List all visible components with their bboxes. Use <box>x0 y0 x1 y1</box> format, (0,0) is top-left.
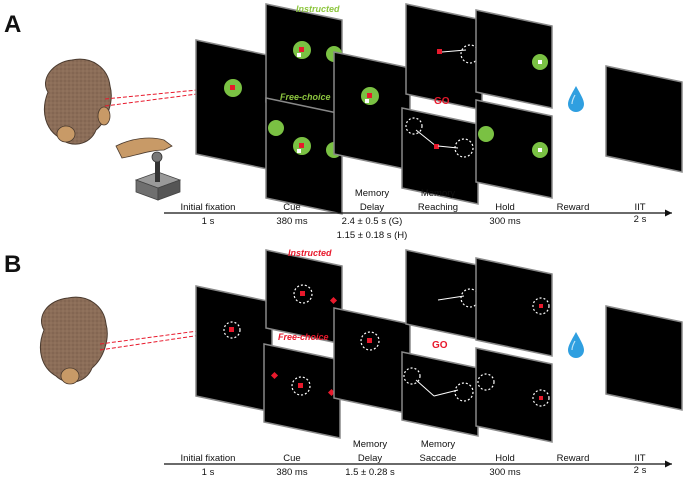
phase-name: Cue <box>283 453 300 464</box>
phase-duration: 2 s <box>634 465 647 476</box>
screen-cue-instructed <box>265 249 343 345</box>
go-label: GO <box>432 340 448 351</box>
phase-duration: 2 s <box>634 214 647 225</box>
phase-name: Memory <box>353 439 388 450</box>
phase-name-line2: Saccade <box>420 453 457 464</box>
phase-name-line2: Delay <box>358 453 383 464</box>
phase-duration: 380 ms <box>276 216 307 227</box>
free-choice-label: Free-choice <box>278 332 329 342</box>
phase-name: Initial fixation <box>181 202 236 213</box>
joystick-icon <box>134 151 182 201</box>
screen-cue-free-choice <box>263 343 341 439</box>
screen-saccade-instructed <box>405 249 483 341</box>
phase-duration: 2.4 ± 0.5 s (G) <box>342 216 403 227</box>
phase-name: Memory <box>421 439 456 450</box>
screen-hold-free-choice <box>475 99 553 199</box>
monkey-head-icon <box>44 58 112 145</box>
phase-duration: 1.5 ± 0.28 s <box>345 467 395 478</box>
panel-a: A In <box>4 3 683 241</box>
phase-name: Reward <box>557 202 590 213</box>
screen-reaching-instructed <box>405 3 483 111</box>
panel-a-letter: A <box>4 11 21 38</box>
water-drop-icon <box>568 86 584 112</box>
go-label: GO <box>434 96 450 107</box>
screen-fixation <box>195 39 273 171</box>
gaze-line-lower <box>99 330 229 351</box>
phase-name: Reward <box>557 453 590 464</box>
phase-duration: 1 s <box>202 216 215 227</box>
phase-name: Initial fixation <box>181 453 236 464</box>
phase-duration-line2: 1.15 ± 0.18 s (H) <box>337 230 408 241</box>
phase-name: Hold <box>495 202 515 213</box>
screen-iti <box>605 305 683 411</box>
phase-name-line2: Delay <box>360 202 385 213</box>
panel-b-letter: B <box>4 251 21 278</box>
screen-fixation <box>195 285 273 413</box>
phase-name: Hold <box>495 453 515 464</box>
free-choice-label: Free-choice <box>280 92 331 102</box>
phase-duration: 300 ms <box>489 216 520 227</box>
phase-duration: 380 ms <box>276 467 307 478</box>
screen-reaching-free-choice <box>401 107 479 205</box>
screen-memory-delay <box>333 51 411 171</box>
screen-hold-instructed <box>475 257 553 357</box>
gaze-line-upper <box>99 326 229 345</box>
screen-hold-instructed <box>475 9 553 109</box>
phase-name: Cue <box>283 202 300 213</box>
screen-memory-delay <box>333 307 411 415</box>
panel-b: B Instructed Free-choice <box>4 248 683 478</box>
phase-name: IIT <box>634 202 645 213</box>
phase-name-line2: Reaching <box>418 202 458 213</box>
instructed-label: Instructed <box>296 4 340 14</box>
phase-name: IIT <box>634 453 645 464</box>
monkey-arm-icon <box>115 137 173 159</box>
monkey-head-icon <box>40 296 108 385</box>
screen-cue-free-choice <box>265 97 343 215</box>
screen-iti <box>605 65 683 173</box>
water-drop-icon <box>568 332 584 358</box>
instructed-label: Instructed <box>288 248 332 258</box>
phase-name: Memory <box>355 188 390 199</box>
phase-duration: 300 ms <box>489 467 520 478</box>
phase-duration: 1 s <box>202 467 215 478</box>
screen-hold-free-choice <box>475 347 553 443</box>
phase-name: Memory <box>421 188 456 199</box>
screen-saccade-free-choice <box>401 351 479 437</box>
